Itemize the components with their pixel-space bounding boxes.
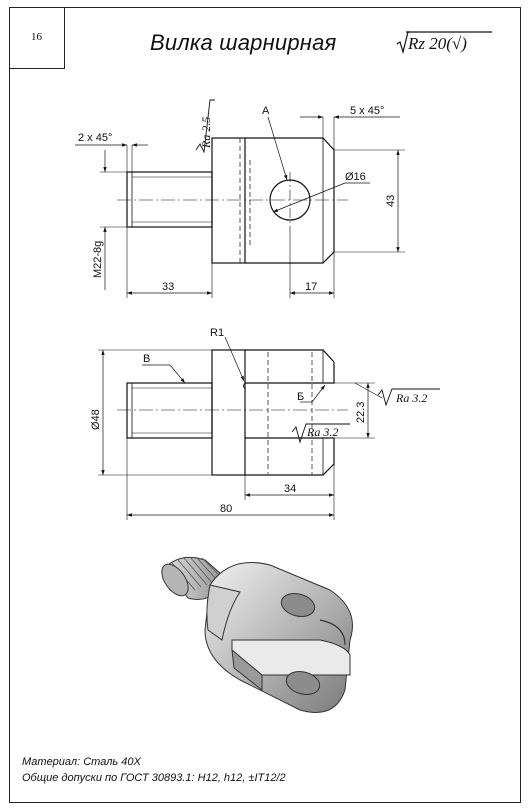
sheet-number: 16 <box>9 7 65 69</box>
slot-width-label: 22.3 <box>355 402 367 423</box>
dimension-labels: 2 x 45° Ra 2.5 A 5 x 45° Ø16 M22-8g 43 3… <box>78 105 427 515</box>
chamfer-left-label: 2 x 45° <box>78 132 112 144</box>
height-label: 43 <box>385 195 397 207</box>
sqrt-bar-icon <box>406 31 492 33</box>
thread-label: M22-8g <box>92 241 104 278</box>
label-v: B <box>143 353 150 365</box>
radius-label: R1 <box>210 327 224 339</box>
top-view <box>75 99 405 298</box>
hole-diameter-label: Ø16 <box>345 171 366 183</box>
threaded-stem <box>126 171 213 228</box>
chamfer-right-label: 5 x 45° <box>350 105 384 117</box>
label-a: A <box>262 105 270 117</box>
front-collar <box>211 349 246 476</box>
body-collar <box>211 137 246 264</box>
label-b: Б <box>297 391 304 403</box>
drawing-title: Вилка шарнирная <box>150 30 337 55</box>
general-roughness: Rz 20(√) <box>408 34 467 53</box>
fork-head <box>245 137 335 264</box>
roughness-top-label: Ra 2.5 <box>199 117 213 149</box>
roughness-slot-top: Ra 3.2 <box>395 391 427 405</box>
material-note: Материал: Сталь 40Х <box>22 756 141 768</box>
drawing-sheet-frame <box>9 7 521 803</box>
isometric-view <box>161 556 353 713</box>
total-length-label: 80 <box>220 503 232 515</box>
thread-length-label: 33 <box>162 281 174 293</box>
body-diameter-label: Ø48 <box>90 409 102 430</box>
roughness-slot-bottom: Ra 3.2 <box>306 425 338 439</box>
right-length-label: 17 <box>305 281 317 293</box>
front-view <box>98 336 440 520</box>
tolerance-note: Общие допуски по ГОСТ 30893.1: H12, h12,… <box>22 772 286 784</box>
slot-length-label: 34 <box>284 483 296 495</box>
front-fork <box>245 349 335 476</box>
front-threaded-stem <box>126 382 213 439</box>
